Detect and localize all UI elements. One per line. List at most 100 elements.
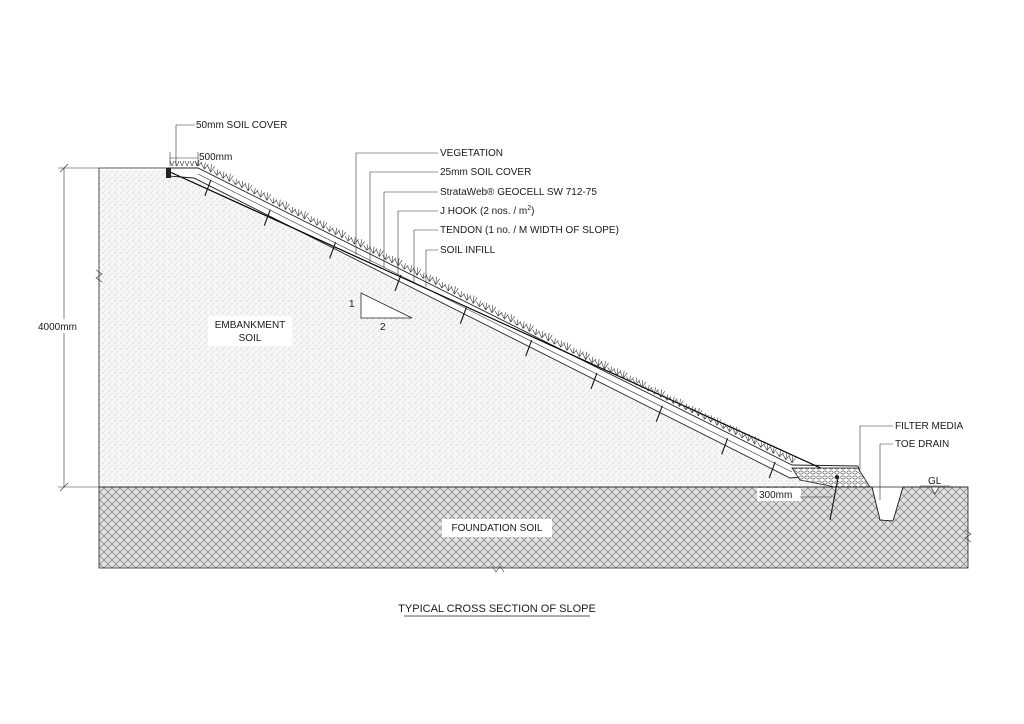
toe-drain-label: TOE DRAIN bbox=[895, 439, 949, 450]
vegetation-tuft bbox=[438, 281, 447, 289]
height-tick-bottom bbox=[59, 482, 69, 492]
vegetation-tuft bbox=[294, 208, 303, 217]
vegetation-tuft bbox=[482, 302, 490, 310]
vegetation-tuft bbox=[463, 293, 472, 301]
j-hook bbox=[655, 405, 663, 422]
vegetation-tuft bbox=[332, 227, 340, 235]
vegetation-tuft bbox=[563, 342, 572, 351]
vegetation-tuft bbox=[269, 197, 278, 204]
vegetation-tuft bbox=[444, 284, 453, 292]
tendon-leader bbox=[413, 229, 438, 282]
vegetation-tuft bbox=[582, 351, 590, 360]
embankment-label-line2: SOIL bbox=[239, 333, 262, 344]
vegetation-tuft bbox=[669, 396, 678, 404]
height-tick-top bbox=[59, 163, 69, 173]
filter-media-leader bbox=[859, 425, 893, 470]
vegetation-tuft bbox=[576, 349, 584, 357]
vegetation-tuft bbox=[382, 253, 390, 261]
j-hooks bbox=[204, 179, 776, 479]
vegetation-tuft bbox=[544, 333, 553, 342]
vegetation-tuft bbox=[713, 417, 722, 426]
crest-anchor bbox=[166, 168, 171, 178]
j-hook-label: J HOOK (2 nos. / m2) bbox=[440, 205, 535, 217]
vegetation-tuft bbox=[232, 178, 240, 185]
vegetation-tuft bbox=[651, 387, 659, 395]
vegetation-tuft bbox=[619, 370, 628, 379]
vegetation-tuft bbox=[169, 160, 175, 167]
j-hook bbox=[525, 340, 533, 357]
j-hook-leader bbox=[397, 210, 438, 276]
vegetation-tuft bbox=[457, 291, 465, 298]
vegetation-tuft bbox=[701, 413, 709, 420]
vegetation-tuft bbox=[532, 328, 540, 336]
j-hook-label-text: J HOOK (2 nos. / m bbox=[440, 206, 527, 217]
vegetation-tuft bbox=[763, 443, 772, 451]
vegetation-tuft bbox=[344, 234, 353, 242]
vegetation-tuft bbox=[282, 201, 290, 210]
vegetation-tuft bbox=[179, 160, 185, 167]
vegetation-tuft bbox=[451, 286, 459, 295]
j-hook-label-end: ) bbox=[531, 206, 534, 217]
slope-ratio-triangle bbox=[360, 292, 413, 319]
vegetation-tuft bbox=[632, 377, 640, 386]
vegetation-tuft bbox=[394, 258, 403, 267]
vegetation-tuft bbox=[326, 225, 334, 232]
vegetation-tuft bbox=[657, 389, 665, 398]
vegetation-tuft bbox=[407, 265, 415, 273]
slope-ratio-vertical: 1 bbox=[349, 299, 355, 310]
vegetation-tuft bbox=[426, 274, 434, 282]
vegetation-tuft bbox=[513, 319, 522, 326]
vegetation-tuft bbox=[184, 160, 190, 167]
vegetation-tuft bbox=[663, 394, 672, 401]
vegetation-tuft bbox=[388, 255, 397, 264]
zigzag-break-icon bbox=[964, 529, 972, 543]
vegetation-tuft bbox=[357, 239, 365, 248]
vegetation-label: VEGETATION bbox=[440, 148, 503, 159]
vegetation-tuft bbox=[744, 434, 753, 442]
vegetation-tuft bbox=[313, 218, 322, 226]
vegetation-tuft bbox=[257, 190, 265, 198]
toe-anchor-head bbox=[835, 475, 839, 479]
vegetation-tuft bbox=[638, 379, 647, 389]
vegetation-tuft bbox=[338, 229, 347, 239]
j-hook bbox=[263, 209, 271, 226]
toe-anchor-label-bg bbox=[757, 488, 801, 501]
vegetation-tuft bbox=[319, 220, 328, 229]
crest-width-label: 500mm bbox=[199, 152, 232, 163]
vegetation-layer bbox=[169, 159, 797, 464]
tendon-line bbox=[169, 171, 837, 476]
vegetation-tuft bbox=[413, 267, 422, 276]
zigzag-break-icon bbox=[95, 269, 103, 283]
triangle-marker-icon bbox=[930, 486, 940, 495]
vegetation-tuft bbox=[757, 441, 765, 448]
vegetation-tuft bbox=[707, 415, 715, 423]
vegetation-tuft bbox=[207, 164, 215, 173]
vegetation-tuft bbox=[776, 450, 784, 457]
j-hook bbox=[459, 307, 467, 324]
vegetation-tuft bbox=[238, 180, 247, 189]
vegetation-tuft bbox=[488, 304, 497, 314]
foundation-label: FOUNDATION SOIL bbox=[452, 523, 543, 534]
vegetation-tuft bbox=[557, 340, 565, 348]
vegetation-tuft bbox=[788, 454, 797, 464]
vegetation-tuft bbox=[526, 323, 534, 332]
j-hook bbox=[329, 242, 337, 259]
vegetation-tuft bbox=[276, 199, 284, 207]
vegetation-tuft bbox=[732, 426, 740, 436]
embankment-soil-body bbox=[99, 170, 858, 487]
vegetation-tuft bbox=[219, 171, 228, 179]
vegetation-tuft bbox=[301, 211, 309, 220]
vegetation-tuft bbox=[569, 347, 578, 354]
vegetation-tuft bbox=[738, 431, 747, 439]
drawing-title: TYPICAL CROSS SECTION OF SLOPE bbox=[398, 603, 596, 615]
vegetation-tuft bbox=[189, 160, 195, 167]
vegetation-tuft bbox=[626, 375, 634, 382]
vegetation-tuft bbox=[244, 182, 253, 192]
vegetation-tuft bbox=[376, 248, 384, 257]
vegetation-tuft bbox=[432, 276, 440, 285]
geocell-leader bbox=[383, 191, 438, 268]
toe-anchor-label: 300mm bbox=[759, 490, 792, 501]
toe-anchor bbox=[829, 477, 839, 521]
height-label-bg bbox=[36, 319, 90, 333]
